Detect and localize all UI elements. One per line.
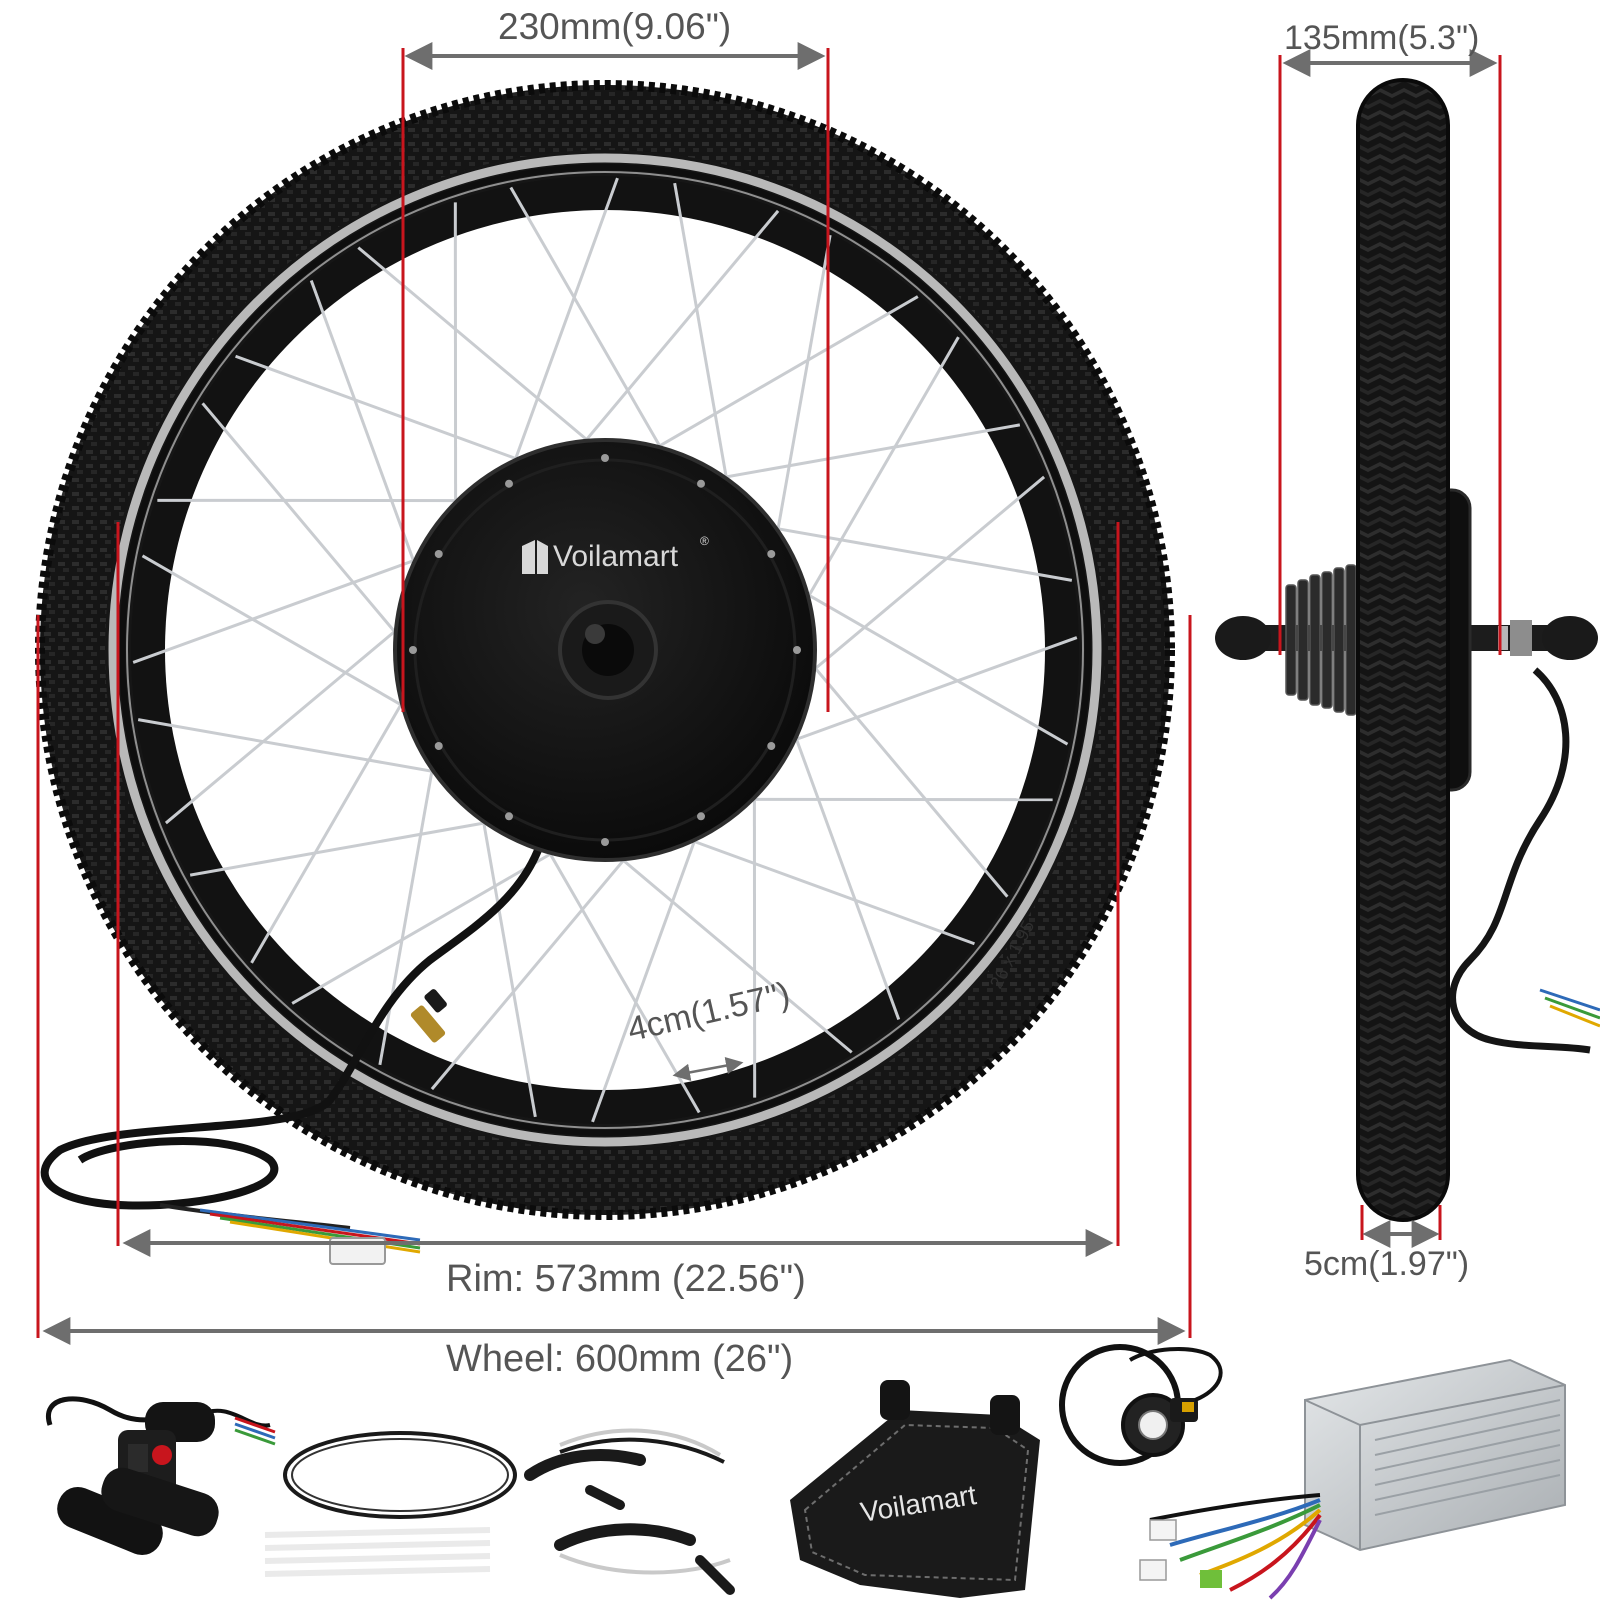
hub-bolt	[505, 812, 513, 820]
hub-bolt	[793, 646, 801, 654]
hub-bolt	[767, 742, 775, 750]
hub-diameter-label: 230mm(9.06")	[498, 6, 731, 48]
hub-bolt	[767, 550, 775, 558]
tire-width-label: 5cm(1.97")	[1304, 1245, 1469, 1284]
brake-levers	[530, 1431, 730, 1590]
hub-bolt	[409, 646, 417, 654]
rim-diameter-label: Rim: 573mm (22.56")	[446, 1258, 806, 1301]
brand-logo-icon	[522, 540, 548, 574]
hub-bolt	[697, 480, 705, 488]
hub-bolt	[435, 550, 443, 558]
handlebar-grips	[51, 1463, 224, 1562]
cable-and-zip-ties	[265, 1433, 515, 1574]
axle-width-label: 135mm(5.3")	[1284, 19, 1479, 58]
hub-bolt	[505, 480, 513, 488]
tire-side	[1358, 80, 1448, 1220]
hub-bolt	[601, 454, 609, 462]
pas-sensor	[1062, 1347, 1221, 1463]
hub-bolt	[435, 742, 443, 750]
registered-mark: ®	[700, 534, 709, 548]
hub-brand-name: Voilamart	[553, 540, 678, 574]
hub-bolt	[601, 838, 609, 846]
hub-bolt	[697, 812, 705, 820]
hub-motor	[395, 440, 815, 860]
wheel-diameter-label: Wheel: 600mm (26")	[446, 1338, 793, 1381]
wheel-front-view: 26 x 1.95	[40, 85, 1170, 1264]
wheel-side-view	[1215, 80, 1600, 1220]
